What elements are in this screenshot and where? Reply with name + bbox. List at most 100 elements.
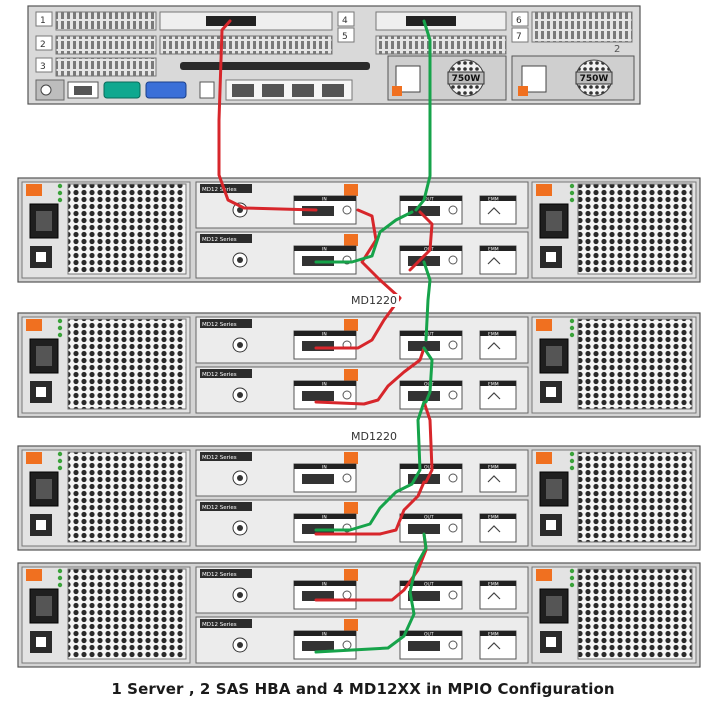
- emm-latch[interactable]: [344, 234, 358, 246]
- emm-latch[interactable]: [344, 452, 358, 464]
- sas-in-port: [302, 341, 334, 351]
- fan-grille: [67, 568, 187, 660]
- hba1-cable: [422, 400, 434, 484]
- sas-in-port: [302, 591, 334, 601]
- slot-number: 3: [40, 62, 46, 72]
- slot-number: 4: [342, 16, 348, 26]
- slot-number: 6: [516, 16, 522, 26]
- emm-model-label: MD12 Series: [202, 622, 237, 628]
- emm-latch[interactable]: [344, 569, 358, 581]
- emm-mgmt-label: EMM: [488, 465, 499, 471]
- slot-number: 2: [40, 40, 46, 50]
- hba2-cable: [314, 532, 428, 654]
- out-port-label: OUT: [424, 632, 434, 638]
- diagram-caption: 1 Server , 2 SAS HBA and 4 MD12XX in MPI…: [111, 680, 615, 698]
- emm-latch[interactable]: [344, 369, 358, 381]
- hba-port-2: [406, 16, 456, 26]
- out-port-label: OUT: [424, 197, 434, 203]
- enclosure-psu-right: [531, 449, 697, 547]
- emm-model-label: MD12 Series: [202, 455, 237, 461]
- emm-model-label: MD12 Series: [202, 505, 237, 511]
- in-port-label: IN: [322, 332, 327, 338]
- emm-model-label: MD12 Series: [202, 187, 237, 193]
- hba2-cable: [414, 19, 432, 212]
- in-port-label: IN: [322, 515, 327, 521]
- fan-grille: [577, 318, 693, 410]
- emm-latch[interactable]: [344, 619, 358, 631]
- out-port-label: OUT: [424, 332, 434, 338]
- emm-latch[interactable]: [344, 184, 358, 196]
- power-supply-1: 750W: [387, 55, 507, 101]
- sas-out-port: [408, 641, 440, 651]
- enclosure-psu-right: [531, 316, 697, 414]
- in-port-label: IN: [322, 197, 327, 203]
- sas-out-port: [408, 391, 440, 401]
- emm-latch[interactable]: [344, 319, 358, 331]
- sas-in-port: [302, 391, 334, 401]
- serial-port-icon: [103, 81, 141, 99]
- hba1-cable: [217, 19, 318, 212]
- fan-grille: [67, 318, 187, 410]
- hba2-cable: [422, 346, 434, 404]
- emm-mgmt-label: EMM: [488, 515, 499, 521]
- hba1-cable: [314, 480, 426, 536]
- emm-mgmt-label: EMM: [488, 197, 499, 203]
- in-port-label: IN: [322, 582, 327, 588]
- hba1-cable: [314, 208, 402, 350]
- emm-model-label: MD12 Series: [202, 322, 237, 328]
- sas-out-port: [408, 474, 440, 484]
- emm-model-label: MD12 Series: [202, 237, 237, 243]
- power-button-icon: [40, 84, 52, 96]
- emm-model-label: MD12 Series: [202, 372, 237, 378]
- hba1-cable: [408, 210, 434, 272]
- slot-number: 5: [342, 32, 348, 42]
- hba1-cable: [314, 346, 426, 406]
- hba2-cable: [314, 400, 426, 532]
- enclosure-psu-left: [21, 316, 191, 414]
- usb-port-icon: [199, 81, 215, 99]
- emm-model-label: MD12 Series: [202, 572, 237, 578]
- hba2-cable: [314, 210, 414, 264]
- psu-number: 2: [614, 44, 620, 55]
- in-port-label: IN: [322, 382, 327, 388]
- fan-grille: [67, 183, 187, 275]
- in-port-label: IN: [322, 632, 327, 638]
- hba2-cable: [422, 260, 432, 342]
- sas-out-port: [408, 591, 440, 601]
- emm-latch[interactable]: [344, 502, 358, 514]
- server-chassis: 1 2 3 4 5 6 7: [27, 5, 641, 105]
- fan-grille: [67, 451, 187, 543]
- out-port-label: OUT: [424, 465, 434, 471]
- vga-port-icon: [145, 81, 187, 99]
- out-port-label: OUT: [424, 515, 434, 521]
- out-port-label: OUT: [424, 582, 434, 588]
- emm-mgmt-label: EMM: [488, 247, 499, 253]
- out-port-label: OUT: [424, 382, 434, 388]
- fan-grille: [577, 451, 693, 543]
- in-port-label: IN: [322, 247, 327, 253]
- enclosure-label: MD1220: [349, 294, 399, 307]
- ethernet-port-icon: [232, 84, 254, 97]
- ethernet-port-icon: [322, 84, 344, 97]
- sas-out-port: [408, 341, 440, 351]
- slot-number: 7: [516, 32, 522, 42]
- ethernet-port-icon: [292, 84, 314, 97]
- enclosure-label: MD1220: [349, 430, 399, 443]
- in-port-label: IN: [322, 465, 327, 471]
- sas-in-port: [302, 206, 334, 216]
- emm-mgmt-label: EMM: [488, 382, 499, 388]
- enclosure-psu-right: [531, 566, 697, 664]
- sas-out-port: [408, 206, 440, 216]
- enclosure-psu-right: [531, 181, 697, 279]
